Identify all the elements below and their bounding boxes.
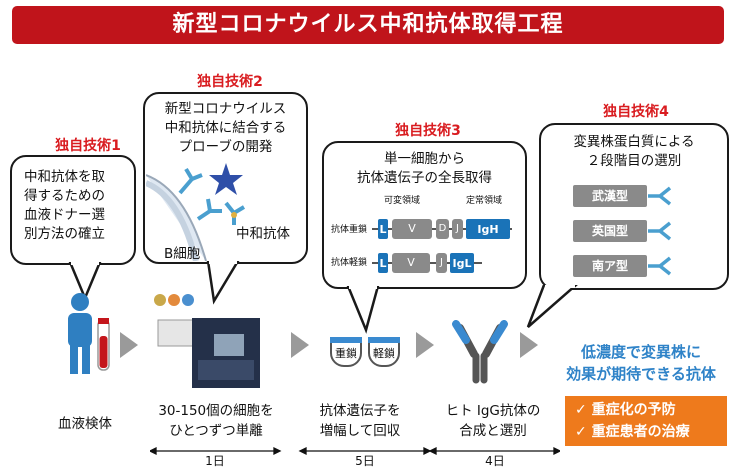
step-label: 30-150個の細胞を ひとつずつ単離: [146, 401, 286, 441]
receptor-antibody-icon: [178, 167, 222, 221]
tube-cap: [330, 337, 362, 343]
step-line: ひとつずつ単離: [169, 423, 263, 439]
tech3-label: 独自技術3: [395, 123, 461, 139]
light-chain-label: 抗体軽鎖: [331, 258, 368, 268]
tech4-line: ２段階目の選別: [586, 153, 682, 169]
effect-item: ✓ 重症患者の治療: [575, 424, 690, 440]
step-line: 抗体遺伝子を: [319, 403, 401, 419]
tech2-bubble-tail: [206, 261, 240, 305]
heavy-d-segment: D: [436, 219, 449, 239]
step-line: 合成と選別: [459, 423, 527, 439]
effects-box: ✓ 重症化の予防 ✓ 重症患者の治療: [565, 396, 727, 446]
page-title: 新型コロナウイルス中和抗体取得工程: [12, 6, 724, 44]
duration-label: 4日: [485, 454, 505, 467]
result-text: 低濃度で変異株に 効果が期待できる抗体: [546, 341, 736, 385]
constant-region-label: 定常領域: [466, 196, 503, 206]
tube-label: 重鎖: [335, 347, 357, 360]
light-l-segment: L: [378, 253, 388, 273]
effect-item: ✓ 重症化の予防: [575, 402, 676, 418]
antibody-icon: [648, 186, 672, 206]
tech3-bubble-tail: [346, 286, 380, 334]
variant-sa: 南ア型: [573, 255, 647, 277]
light-v-segment: V: [392, 253, 430, 273]
tech1-bubble: 中和抗体を取 得するための 血液ドナー選 別方法の確立: [10, 155, 136, 265]
variant-wuhan: 武漢型: [573, 185, 647, 207]
virus-spike-star-icon: [209, 163, 243, 195]
variable-region-label: 可変領域: [384, 196, 421, 206]
tech4-line: 変異株蛋白質による: [573, 134, 695, 150]
arrow-icon: [416, 332, 434, 358]
antibody-label: 中和抗体: [236, 226, 290, 242]
tech2-line: 中和抗体に結合する: [164, 120, 287, 136]
duration-arrows: [150, 446, 560, 456]
heavy-l-segment: L: [378, 219, 388, 239]
tech1-bubble-tail: [68, 262, 102, 302]
tech2-line: プローブの開発: [178, 139, 273, 155]
heavy-c-segment: IgH: [466, 219, 510, 239]
step-label: 血液検体: [58, 416, 112, 432]
tech1-line: 得するための: [24, 188, 105, 204]
antibody-icon: [648, 221, 672, 241]
variant-uk: 英国型: [573, 220, 647, 242]
tech3-line: 抗体遺伝子の全長取得: [357, 170, 492, 186]
duration-label: 5日: [355, 454, 375, 467]
tube-cap: [368, 337, 400, 343]
tech2-line: 新型コロナウイルス: [164, 101, 287, 117]
tech1-line: 中和抗体を取: [24, 169, 105, 185]
arrow-icon: [291, 332, 309, 358]
result-line: 低濃度で変異株に: [580, 343, 701, 361]
variant-antibody-icons: [648, 186, 672, 276]
tech1-label: 独自技術1: [55, 138, 121, 154]
bcell-label: B細胞: [164, 246, 201, 262]
step-line: 増幅して回収: [319, 423, 401, 439]
blood-donor-icon: [68, 293, 110, 374]
light-j-segment: J: [436, 253, 447, 273]
tech4-bubble-tail: [526, 285, 578, 328]
heavy-v-segment: V: [392, 219, 432, 239]
arrow-icon: [120, 332, 138, 358]
step-label: ヒト IgG抗体の 合成と選別: [428, 401, 558, 441]
result-line: 効果が期待できる抗体: [566, 365, 716, 383]
cell-sorter-illustration: [154, 294, 260, 388]
arrow-icon: [520, 332, 538, 358]
tech2-label: 独自技術2: [197, 74, 263, 90]
tech4-label: 独自技術4: [603, 104, 669, 120]
antibody-icon: [648, 256, 672, 276]
step-line: ヒト IgG抗体の: [445, 403, 541, 419]
heavy-j-segment: J: [452, 219, 463, 239]
igg-antibody-icon: [452, 320, 508, 384]
tech3-line: 単一細胞から: [384, 151, 465, 167]
tech1-line: 別方法の確立: [24, 226, 105, 242]
tube-label: 軽鎖: [373, 347, 395, 360]
heavy-chain-label: 抗体重鎖: [331, 225, 368, 235]
step-line: 30-150個の細胞を: [158, 403, 274, 419]
bcell-probe-illustration: [146, 163, 246, 261]
duration-label: 1日: [205, 454, 225, 467]
light-c-segment: IgL: [450, 253, 474, 273]
tech1-line: 血液ドナー選: [24, 207, 105, 223]
step-label: 抗体遺伝子を 増幅して回収: [300, 401, 420, 441]
